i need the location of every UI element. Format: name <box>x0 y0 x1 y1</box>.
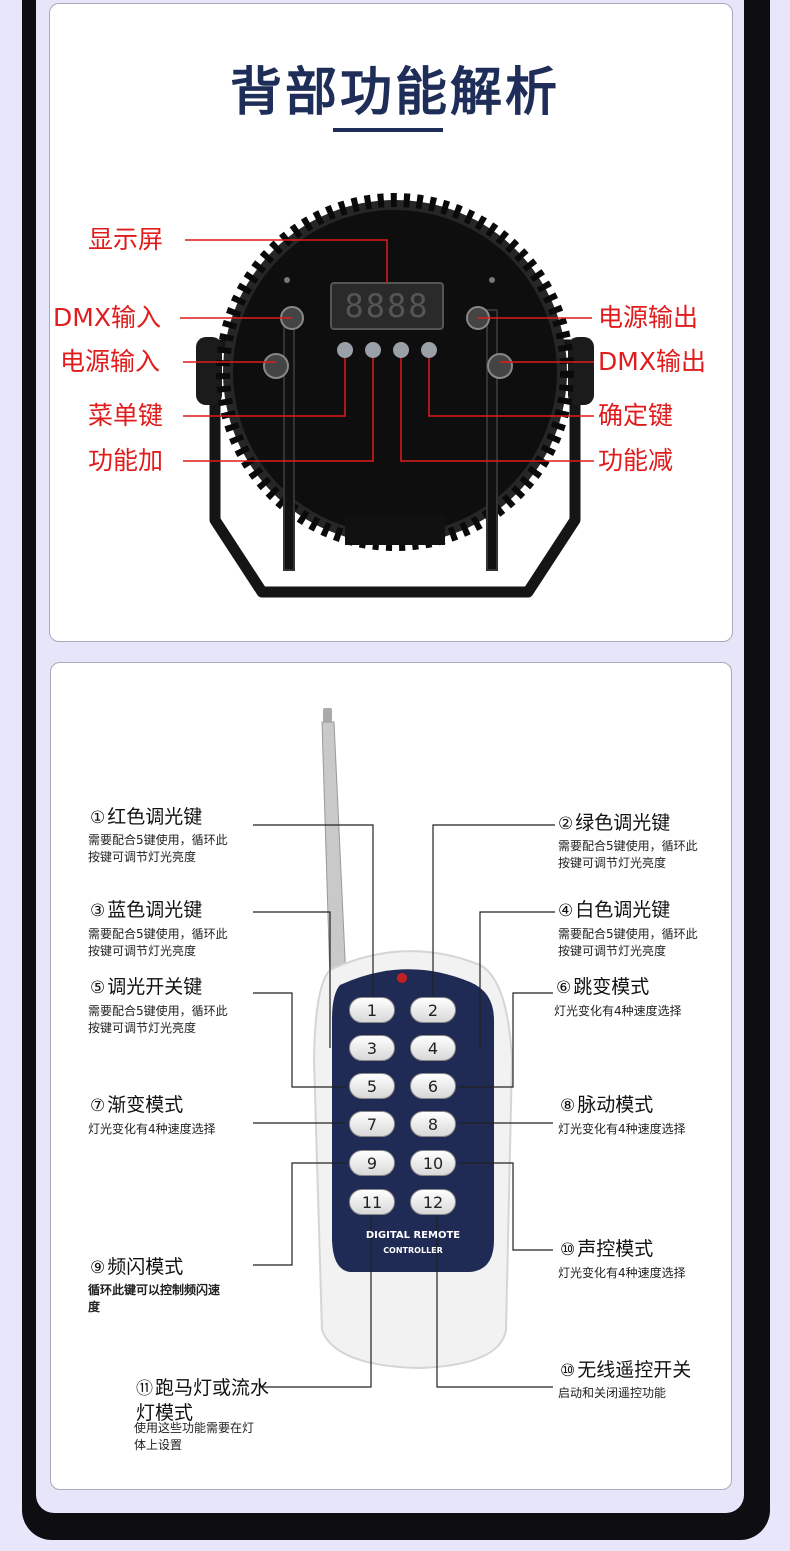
remote-brand-line1: DIGITAL REMOTE <box>365 1230 461 1241</box>
function-11-desc: 使用这些功能需要在灯体上设置 <box>134 1421 255 1452</box>
remote-button-10[interactable]: 10 <box>410 1150 456 1176</box>
page-title: 背部功能解析 <box>229 63 560 123</box>
remote-button-5[interactable]: 5 <box>349 1073 395 1099</box>
remote-button-7[interactable]: 7 <box>349 1111 395 1137</box>
remote-button-12[interactable]: 12 <box>410 1189 456 1215</box>
function-8-desc: 灯光变化有4种速度选择 <box>558 1122 686 1136</box>
remote-button-9[interactable]: 9 <box>349 1150 395 1176</box>
label-func-plus: 功能加 <box>88 446 164 475</box>
label-dmx-in: DMX输入 <box>53 303 161 332</box>
label-power-in: 电源输入 <box>60 347 161 376</box>
label-confirm-key: 确定键 <box>598 401 674 430</box>
label-dmx-out: DMX输出 <box>598 347 706 376</box>
function-3-desc: 需要配合5键使用，循环此按键可调节灯光亮度 <box>88 927 228 958</box>
remote-button-11[interactable]: 11 <box>349 1189 395 1215</box>
remote-button-3[interactable]: 3 <box>349 1035 395 1061</box>
function-2-desc: 需要配合5键使用，循环此按键可调节灯光亮度 <box>558 839 698 870</box>
function-4-desc: 需要配合5键使用，循环此按键可调节灯光亮度 <box>558 927 698 958</box>
function-6-desc: 灯光变化有4种速度选择 <box>554 1004 682 1018</box>
label-power-out: 电源输出 <box>598 303 699 332</box>
remote-brand-line2: CONTROLLER <box>383 1246 443 1255</box>
remote-button-6[interactable]: 6 <box>410 1073 456 1099</box>
remote-button-8[interactable]: 8 <box>410 1111 456 1137</box>
label-display: 显示屏 <box>88 225 164 254</box>
function-12-desc: 启动和关闭遥控功能 <box>558 1386 667 1400</box>
display-readout: 8888 <box>344 287 430 325</box>
function-10-desc: 灯光变化有4种速度选择 <box>558 1266 686 1280</box>
function-5-desc: 需要配合5键使用，循环此按键可调节灯光亮度 <box>88 1004 228 1035</box>
remote-button-1[interactable]: 1 <box>349 997 395 1023</box>
remote-button-2[interactable]: 2 <box>410 997 456 1023</box>
function-7-desc: 灯光变化有4种速度选择 <box>88 1122 216 1136</box>
function-1-desc: 需要配合5键使用，循环此按键可调节灯光亮度 <box>88 833 228 864</box>
remote-button-4[interactable]: 4 <box>410 1035 456 1061</box>
label-menu-key: 菜单键 <box>88 401 164 430</box>
par-light-illustration <box>180 193 594 598</box>
title-underline <box>333 128 443 132</box>
function-9-desc: 循环此键可以控制频闪速度 <box>88 1283 221 1314</box>
label-func-minus: 功能减 <box>598 446 674 475</box>
